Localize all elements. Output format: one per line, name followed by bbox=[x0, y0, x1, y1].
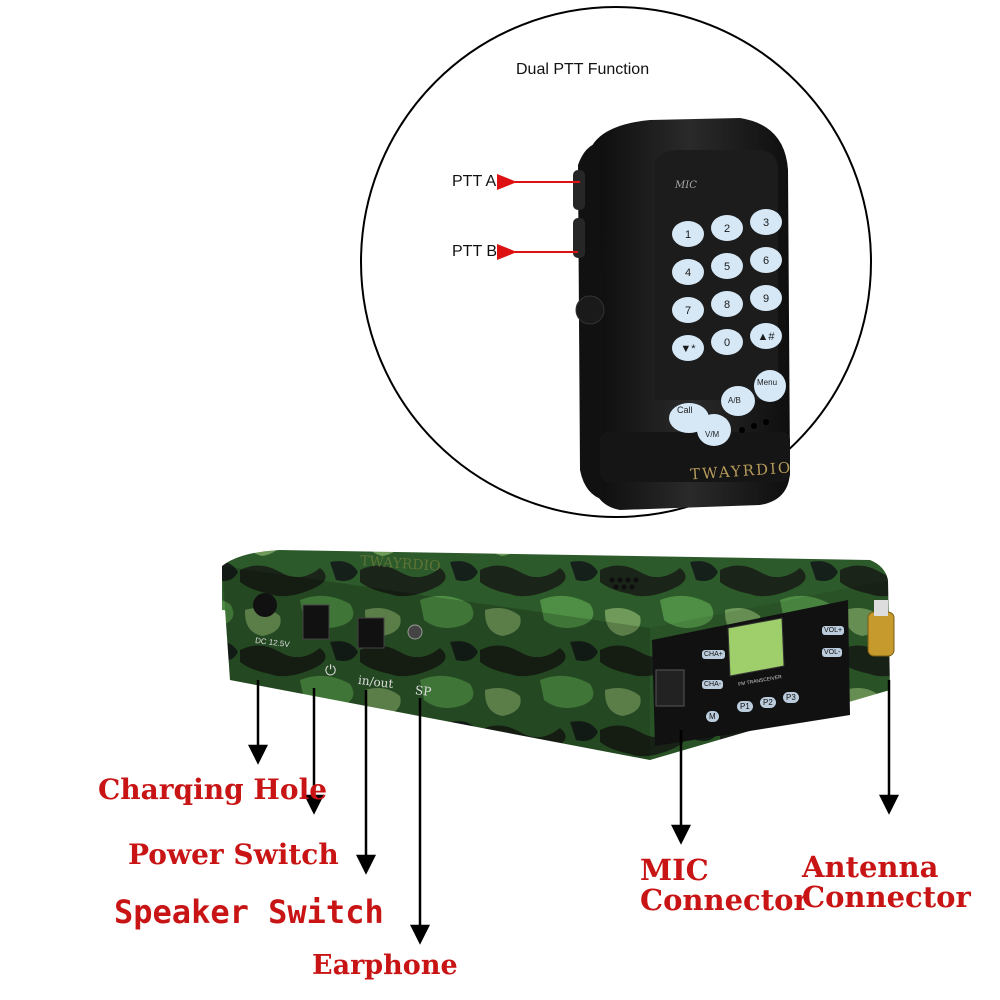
p1-button: P1 bbox=[737, 701, 753, 712]
label-antenna-connector-line2: Connector bbox=[802, 880, 971, 914]
ptt-b-label: PTT B bbox=[452, 243, 498, 260]
power-switch-shape bbox=[302, 604, 330, 640]
keypad-key-label: 3 bbox=[763, 217, 769, 229]
label-earphone: Earphone bbox=[312, 950, 458, 981]
keypad-key-label: 4 bbox=[685, 267, 691, 279]
ab-key-label: A/B bbox=[728, 396, 741, 405]
keypad-key bbox=[672, 221, 704, 247]
radio-transceiver: ⏻ bbox=[222, 550, 895, 760]
earphone-jack bbox=[407, 624, 423, 640]
mic-jack bbox=[655, 669, 685, 707]
m-button: M bbox=[706, 711, 719, 722]
keypad-key-label: ▼* bbox=[680, 343, 696, 355]
lcd-screen bbox=[727, 617, 785, 677]
callout-arrows bbox=[247, 680, 900, 945]
keypad-key bbox=[711, 291, 743, 317]
keypad-key bbox=[711, 253, 743, 279]
vol-up-button: VOL+ bbox=[822, 626, 845, 635]
keypad-key bbox=[672, 259, 704, 285]
label-power-switch: Power Switch bbox=[128, 838, 339, 871]
keypad-key-label: 9 bbox=[763, 293, 769, 305]
cha-down-button: CHA- bbox=[702, 680, 724, 689]
ptt-a-label: PTT A bbox=[452, 173, 497, 190]
vol-down-button: VOL- bbox=[822, 648, 843, 657]
keypad-key-label: 8 bbox=[724, 299, 730, 311]
keypad-key bbox=[711, 329, 743, 355]
keypad-key-label: 0 bbox=[724, 337, 730, 349]
p3-button: P3 bbox=[783, 692, 799, 703]
inset-title: Dual PTT Function bbox=[516, 61, 650, 78]
keypad-key bbox=[750, 285, 782, 311]
keypad-key bbox=[711, 215, 743, 241]
keypad-key bbox=[750, 323, 782, 349]
label-antenna-connector-line1: Antenna bbox=[802, 850, 939, 884]
label-charging-hole: Charqing Hole bbox=[98, 773, 328, 806]
keypad-key-label: 7 bbox=[685, 305, 691, 317]
keypad-key bbox=[750, 209, 782, 235]
call-key-label: Call bbox=[677, 405, 693, 415]
keypad-key bbox=[672, 297, 704, 323]
cha-up-button: CHA+ bbox=[702, 650, 725, 659]
keypad-key-label: 1 bbox=[685, 229, 691, 241]
mic-label: MIC bbox=[675, 180, 697, 191]
label-mic-connector-line2: Connector bbox=[640, 883, 809, 917]
sp-text: SP bbox=[414, 683, 433, 699]
vm-key-label: V/M bbox=[705, 430, 720, 439]
menu-key-label: Menu bbox=[757, 378, 778, 387]
keypad-key-label: 5 bbox=[724, 261, 730, 273]
keypad-key-label: ▲# bbox=[757, 331, 775, 343]
special-keys bbox=[669, 370, 786, 446]
keypad-key bbox=[750, 247, 782, 273]
label-speaker-switch: Speaker Switch bbox=[114, 893, 384, 931]
speaker-switch-shape bbox=[357, 617, 385, 649]
keypad-key-label: 6 bbox=[763, 255, 769, 267]
keypad-key-label: 2 bbox=[724, 223, 730, 235]
knob bbox=[253, 593, 277, 617]
keypad: 1 2 3 4 5 6 7 8 9 ▼* 0 ▲# bbox=[672, 209, 782, 361]
p2-button: P2 bbox=[760, 697, 776, 708]
label-mic-connector-line1: MIC bbox=[640, 853, 709, 887]
keypad-key bbox=[672, 335, 704, 361]
antenna-connector-shape bbox=[867, 611, 895, 657]
svg-text:⏻: ⏻ bbox=[325, 663, 336, 679]
